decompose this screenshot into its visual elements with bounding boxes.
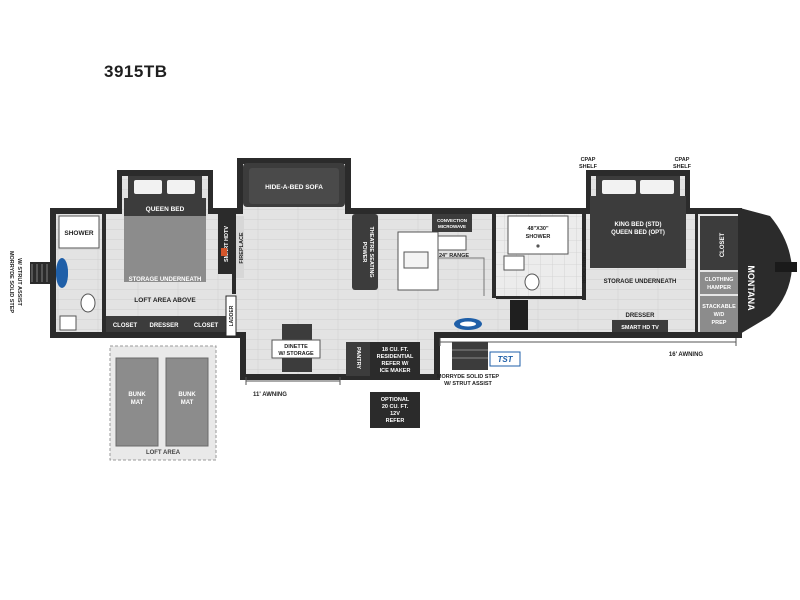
awning-11-label: 11' AWNING (253, 392, 287, 398)
awning-11: 11' AWNING (245, 377, 341, 398)
bunk-mat-1-line1: BUNK (128, 392, 146, 398)
stackable-wd (700, 296, 738, 332)
tst-label: TST (497, 355, 513, 364)
bunk-mat-2-line2: MAT (181, 400, 194, 406)
dinette-line1: DINETTE (284, 344, 308, 350)
rear-bumper (30, 262, 52, 284)
refer-line2: RESIDENTIAL (377, 354, 414, 360)
bunk-mat-2-line1: BUNK (178, 392, 196, 398)
pantry (346, 342, 370, 376)
front-cap: MONTANA (740, 208, 797, 334)
smart-hdtv-label: SMART HDTV (224, 226, 230, 262)
interior-walls (102, 214, 698, 332)
cpap-shelf-1-line2: SHELF (579, 164, 598, 170)
microwave-line1: CONVECTION (437, 218, 467, 223)
smart-hd-tv-label: SMART HD TV (621, 325, 659, 331)
bunk-mat-1-line2: MAT (131, 400, 144, 406)
optional-refer (370, 392, 420, 428)
tst-badge: TST (489, 351, 521, 367)
barn-door-label: BARN DOOR (580, 253, 586, 284)
sink-icon-2 (403, 251, 429, 269)
convection-microwave (432, 214, 472, 232)
entry-door (510, 300, 528, 330)
model-title: 3915TB (104, 62, 168, 81)
closet-label-1: CLOSET (113, 323, 138, 329)
range-icon (437, 235, 467, 251)
front-closet (700, 216, 738, 270)
power-theatre-seating: POWER THEATRE SEATING (352, 214, 378, 290)
fireplace-label: FIREPLACE (239, 232, 245, 264)
king-bed: KING BED (STD) QUEEN BED (OPT) (590, 176, 686, 268)
step-left-line2: W/ STRUT ASSIST (16, 258, 22, 306)
dresser-2-label: DRESSER (625, 313, 655, 319)
hamper-line2: HAMPER (707, 285, 731, 291)
optional-refer-line3: 12V (390, 411, 400, 417)
smart-hdtv (218, 214, 232, 274)
closet-3-label: CLOSET (720, 233, 726, 258)
sofa-label: HIDE-A-BED SOFA (265, 184, 323, 191)
stackable-line3: PREP (712, 320, 727, 326)
stackable-line1: STACKABLE (702, 304, 736, 310)
cpap-shelf-1-line1: CPAP (581, 157, 596, 163)
optional-refer-line4: REFER (386, 418, 405, 424)
step-left-line1: MORRYDE SOLID STEP (8, 251, 14, 313)
storage-underneath-right-label: STORAGE UNDERNEATH (604, 279, 677, 285)
range-label: 24" RANGE (439, 253, 469, 259)
step-bottom-line2: W/ STRUT ASSIST (444, 381, 492, 387)
sink-icon (59, 315, 77, 331)
fireplace-flame-icon (221, 248, 227, 256)
queen-bed-label: QUEEN BED (146, 206, 185, 213)
rear-closet-row: CLOSET DRESSER CLOSET (106, 316, 226, 332)
refer-line1: 18 CU. FT. (382, 347, 409, 353)
clothing-hamper (700, 272, 738, 294)
loft-area-above-label: LOFT AREA ABOVE (134, 297, 196, 304)
microwave-line2: MICROWAVE (438, 224, 466, 229)
closet-label-2: CLOSET (194, 323, 219, 329)
storage-underneath-label: STORAGE UNDERNEATH (129, 277, 202, 283)
loft-area-label: LOFT AREA (146, 450, 181, 456)
morryde-step-bottom: MORRYDE SOLID STEP W/ STRUT ASSIST (437, 342, 499, 387)
optional-refer-line1: OPTIONAL (381, 397, 410, 403)
shower-2-line2: SHOWER (526, 234, 551, 240)
shower-label: SHOWER (64, 230, 94, 237)
awning-16-label: 16' AWNING (669, 352, 704, 358)
king-bed-line1: KING BED (STD) (615, 222, 662, 228)
toilet-icon (80, 293, 96, 313)
bath-shower: 48"X30" SHOWER (503, 215, 569, 291)
awning-16: 16' AWNING (439, 338, 737, 358)
stackable-line2: W/D (714, 312, 725, 318)
residential-refer (370, 342, 420, 376)
ladder-label: LADDER (229, 305, 235, 326)
refer-line4: ICE MAKER (380, 368, 411, 374)
theatre-seating-line1: POWER (361, 242, 367, 263)
toilet-icon-2 (524, 273, 540, 291)
shower-2-line1: 48"X30" (527, 226, 549, 232)
refer-line3: REFER W/ (382, 361, 409, 367)
king-bed-line2: QUEEN BED (OPT) (611, 230, 665, 236)
cpap-shelf-2-line1: CPAP (675, 157, 690, 163)
cpap-shelf-2-line2: SHELF (673, 164, 692, 170)
smart-hd-tv (612, 320, 668, 332)
step-bottom-line1: MORRYDE SOLID STEP (437, 374, 499, 380)
dinette-line2: W/ STORAGE (278, 351, 314, 357)
theatre-seating-line2: THEATRE SEATING (368, 226, 374, 277)
queen-bed: QUEEN BED STORAGE UNDERNEATH (124, 176, 206, 283)
hide-a-bed-sofa: HIDE-A-BED SOFA (243, 163, 345, 207)
loft-area: BUNK MAT BUNK MAT LOFT AREA (109, 345, 217, 461)
hamper-line1: CLOTHING (705, 277, 734, 283)
bath-sink-icon (503, 255, 525, 271)
dinette: DINETTE W/ STORAGE (271, 324, 321, 372)
pantry-label: PANTRY (355, 347, 361, 369)
optional-refer-line2: 20 CU. FT. (382, 404, 409, 410)
ladder (225, 295, 237, 337)
montana-logo: MONTANA (746, 265, 756, 311)
dresser-label-1: DRESSER (149, 323, 179, 329)
